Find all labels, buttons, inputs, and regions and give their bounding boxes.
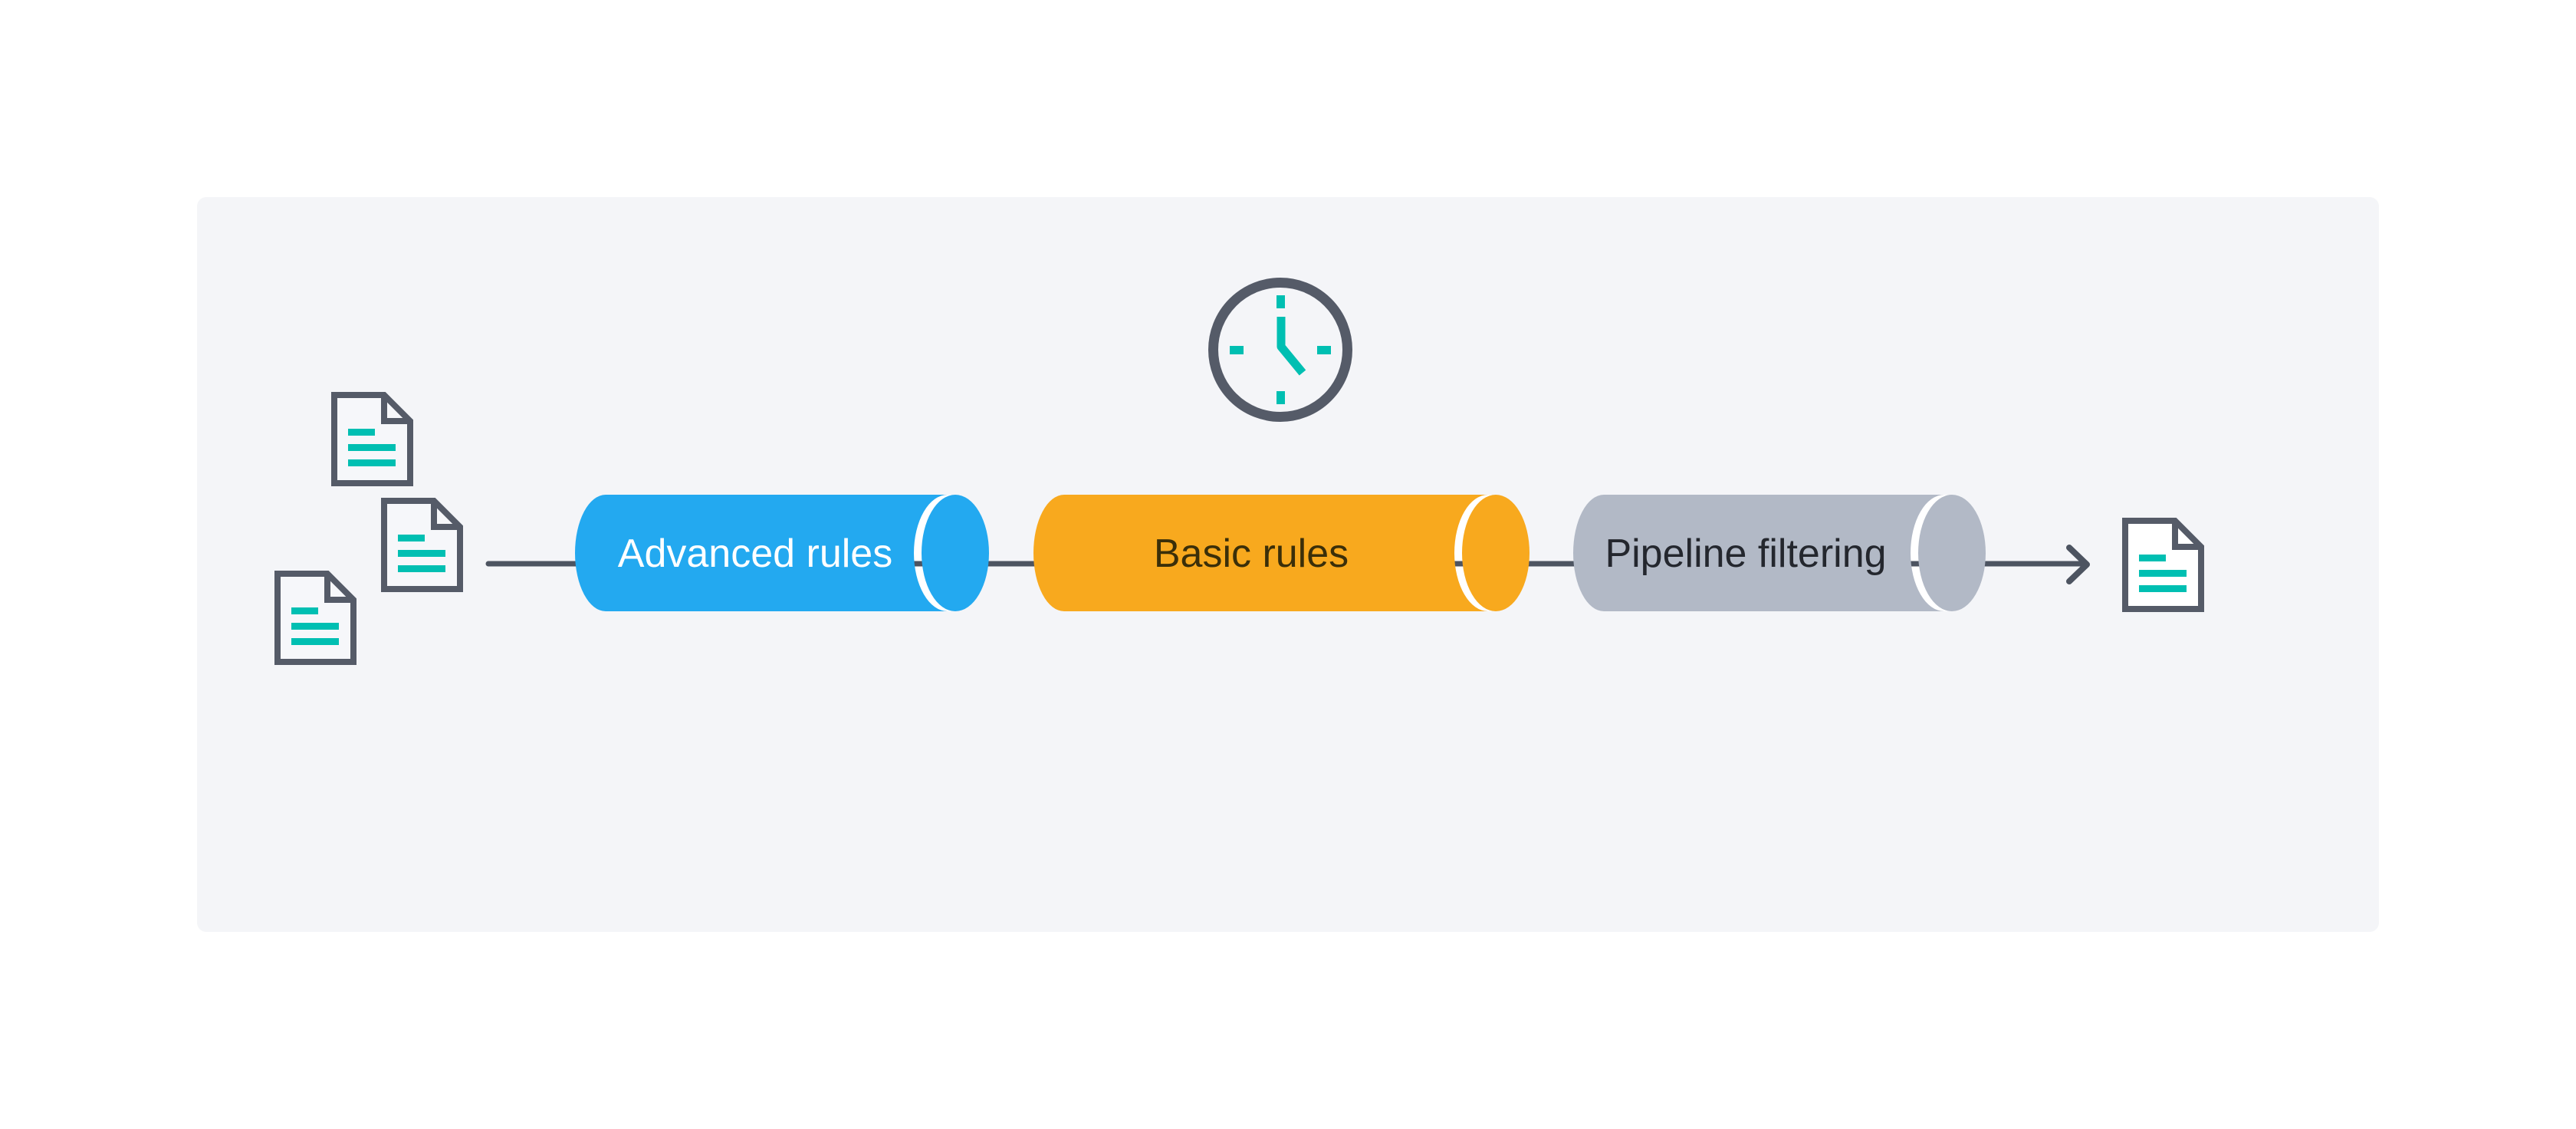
stage-label-advanced-rules: Advanced rules — [617, 532, 893, 576]
cylinder-cap-advanced-rules — [922, 495, 989, 611]
document-fold — [431, 501, 460, 530]
document-text-lines — [291, 607, 339, 645]
arrow-right-icon — [2066, 545, 2090, 584]
cylinder-cap-basic-rules — [1462, 495, 1530, 611]
cylinder-cap-pipeline-filtering — [1918, 495, 1986, 611]
document-outline — [381, 498, 463, 592]
document-icon — [381, 498, 463, 592]
document-text-lines — [2139, 555, 2187, 592]
document-fold — [324, 574, 353, 603]
clock-hands — [1276, 317, 1306, 376]
stage-label-basic-rules: Basic rules — [1153, 532, 1349, 576]
document-text-lines — [398, 535, 445, 572]
cylinder-body-basic-rules — [1033, 495, 1488, 611]
clock-ring — [1208, 278, 1352, 422]
cylinder-body-pipeline-filtering — [1573, 495, 1944, 611]
document-icon — [274, 571, 356, 665]
document-icon — [331, 392, 413, 486]
stage-label-pipeline-filtering: Pipeline filtering — [1605, 532, 1887, 576]
document-fold — [2172, 521, 2201, 550]
cylinder-body-advanced-rules — [575, 495, 948, 611]
document-icon — [2122, 518, 2204, 612]
document-text-lines — [348, 429, 396, 466]
clock-icon — [1208, 278, 1352, 422]
clock-ticks — [1230, 295, 1331, 404]
document-outline — [331, 392, 413, 486]
document-fold — [381, 395, 410, 424]
document-outline — [2122, 518, 2204, 612]
document-outline — [274, 571, 356, 665]
